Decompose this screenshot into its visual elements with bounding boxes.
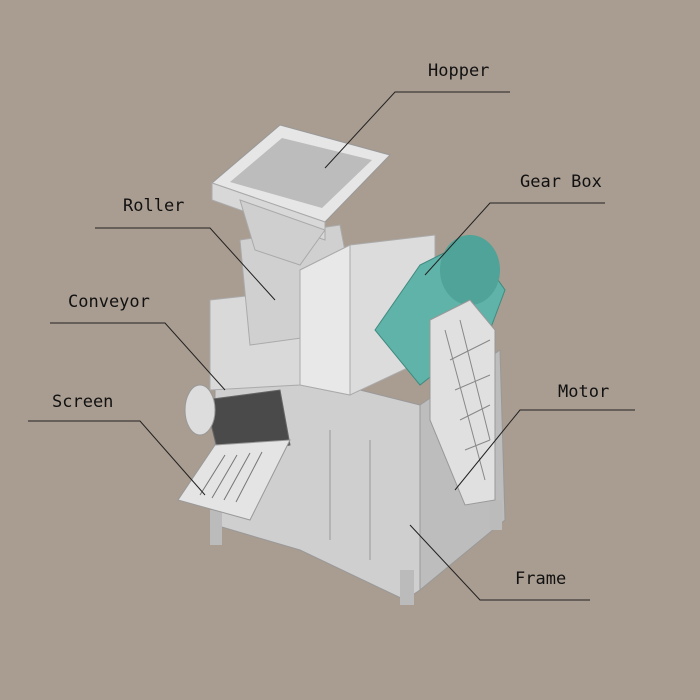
- conveyor-leader: [50, 322, 226, 391]
- conveyor-label: Conveyor: [68, 292, 150, 312]
- motor-guard-shape: [429, 299, 496, 506]
- gear-box-label: Gear Box: [520, 172, 602, 192]
- roller-leader: [95, 227, 276, 301]
- frame-leader: [409, 524, 590, 601]
- screen-label: Screen: [52, 392, 114, 412]
- frame-label: Frame: [515, 569, 567, 589]
- roller-label: Roller: [123, 196, 185, 216]
- screen-leader: [28, 420, 206, 496]
- leader-lines: [28, 91, 635, 601]
- gearbox-leader: [424, 202, 605, 276]
- hopper-label: Hopper: [428, 61, 490, 81]
- motor-label: Motor: [558, 382, 610, 402]
- screen-shape: [177, 439, 291, 521]
- briquette-machine-illustration: [177, 124, 506, 605]
- hopper-leader: [324, 91, 510, 169]
- motor-leader: [454, 409, 635, 491]
